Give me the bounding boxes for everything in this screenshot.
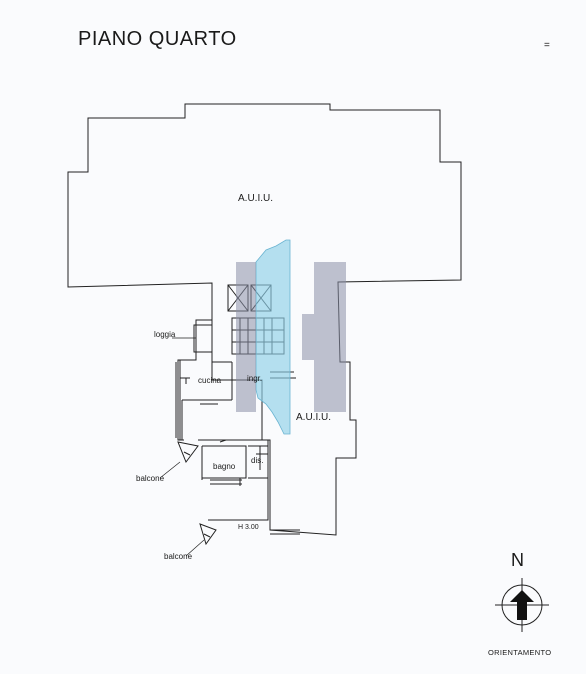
room-label-ingr: ingr. [247,374,263,383]
highlight-grey-left [236,262,256,412]
room-label-balcone-2: balcone [164,552,193,561]
north-arrow [510,590,534,620]
highlight-blue [255,239,291,435]
page-title: PIANO QUARTO [78,28,237,50]
room-label-balcone-1: balcone [136,474,165,483]
compass-north-label: N [511,550,524,570]
highlight-grey-right [302,262,346,412]
balcone-2-shape [199,523,217,546]
ceiling-height-label: H 3.00 [238,524,259,531]
building-outline [67,103,462,536]
room-label-loggia: loggia [154,330,176,339]
loggia-box [193,324,213,353]
room-label-bagno: bagno [213,462,236,471]
room-label-auiu-right: A.U.I.U. [296,412,332,423]
room-label-cucina: cucina [198,376,222,385]
room-label-dis: dis. [251,456,264,465]
balcone-1-shape [177,441,199,464]
room-label-auiu-top: A.U.I.U. [238,193,274,204]
compass-caption: ORIENTAMENTO [488,648,552,657]
corner-mark: = [544,40,550,51]
